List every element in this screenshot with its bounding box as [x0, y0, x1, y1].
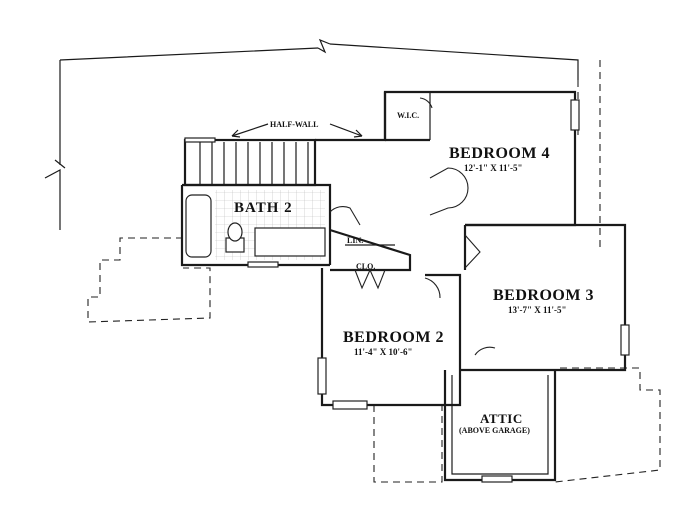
bedroom2-dims: 11'-4" X 10'-6" [354, 347, 413, 357]
door-swings [329, 97, 496, 356]
bath2-label: BATH 2 [234, 200, 293, 216]
lin-label: LIN. [347, 236, 363, 245]
windows [247, 99, 630, 483]
attic-note: (ABOVE GARAGE) [459, 426, 530, 435]
clo-label: CLO. [356, 262, 375, 271]
wic-label: W.I.C. [397, 111, 419, 120]
attic-label: ATTIC [480, 411, 523, 426]
bedroom3-label: BEDROOM 3 [493, 287, 594, 304]
bedroom4-label: BEDROOM 4 [449, 145, 550, 162]
stair [183, 137, 317, 187]
half-wall-leader [231, 123, 363, 138]
roof-outline [44, 38, 579, 230]
bedroom2-label: BEDROOM 2 [343, 329, 444, 346]
half-wall-label: HALF-WALL [270, 120, 318, 129]
bath-fixtures [185, 190, 326, 260]
bedroom4-dims: 12'-1" X 11'-5" [464, 163, 523, 173]
bedroom3-dims: 13'-7" X 11'-5" [508, 305, 567, 315]
